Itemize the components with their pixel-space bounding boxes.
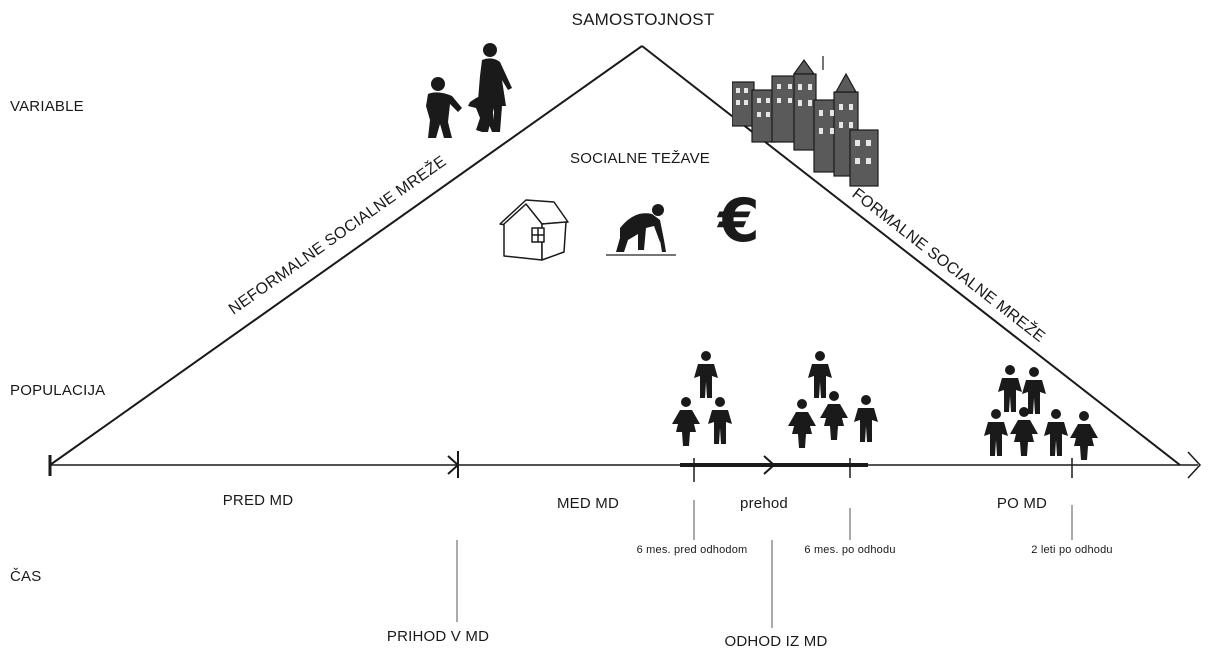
milestone-6m-po: 6 mes. po odhodu xyxy=(804,544,896,556)
euro-icon: € xyxy=(718,186,760,256)
event-odhod: ODHOD IZ MD xyxy=(724,633,828,650)
milestone-6m-pred: 6 mes. pred odhodom xyxy=(636,544,748,556)
phase-pred-md: PRED MD xyxy=(222,492,294,509)
people-group-medium-icon xyxy=(788,351,878,448)
house-icon xyxy=(499,199,569,261)
event-prihod: PRIHOD V MD xyxy=(386,628,490,645)
phase-prehod: prehod xyxy=(740,495,788,512)
worker-icon xyxy=(606,204,676,256)
people-group-small-icon xyxy=(672,351,732,446)
axis-arrowhead xyxy=(1187,451,1202,479)
family-icon xyxy=(426,43,512,138)
people-group-large-icon xyxy=(984,365,1098,460)
row-label-population: POPULACIJA xyxy=(10,382,106,399)
apex-label: SAMOSTOJNOST xyxy=(571,10,715,29)
milestone-2leti: 2 leti po odhodu xyxy=(1031,544,1113,556)
phase-po-md: PO MD xyxy=(996,495,1048,512)
center-label: SOCIALNE TEŽAVE xyxy=(570,150,710,167)
pred-med-arrow xyxy=(447,455,460,475)
triangle-left-side xyxy=(49,45,643,466)
city-icon xyxy=(732,56,879,187)
row-label-variables: VARIABLE xyxy=(10,98,84,115)
phase-med-md: MED MD xyxy=(556,495,620,512)
row-label-time: ČAS xyxy=(10,568,42,585)
